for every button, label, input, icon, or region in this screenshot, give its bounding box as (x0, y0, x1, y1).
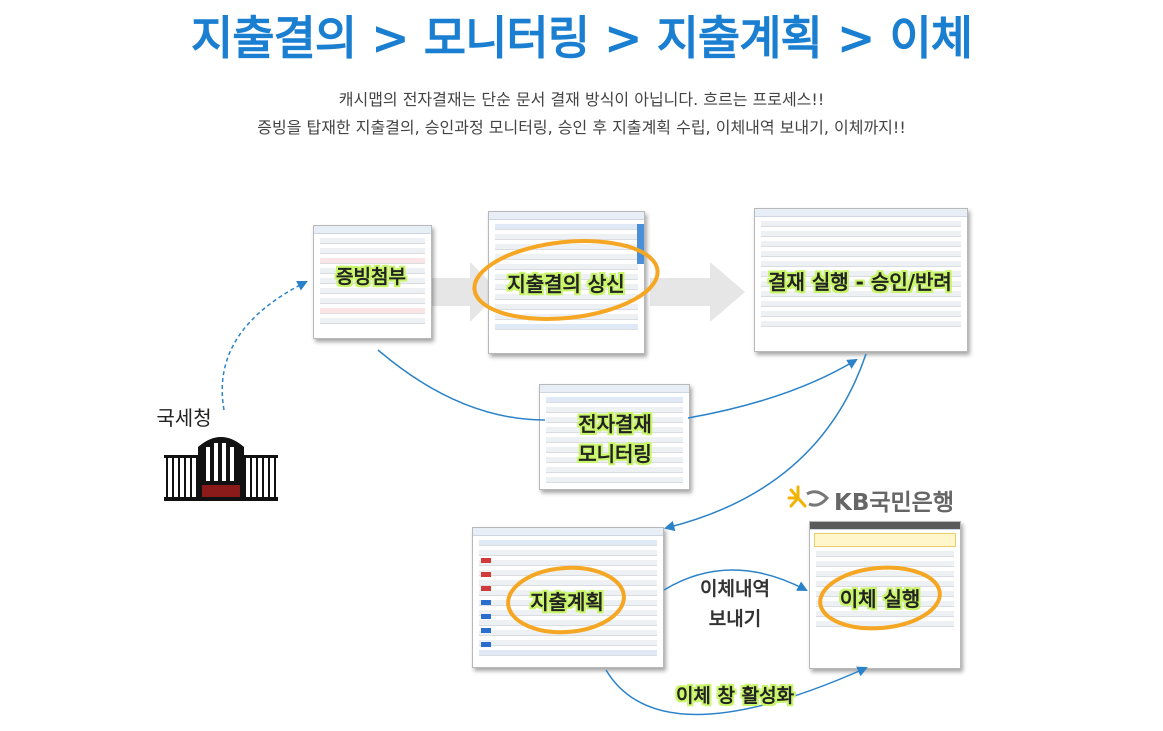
tax-office-building-icon (164, 437, 278, 501)
step-evidence-label: 증빙첨부 (336, 266, 406, 288)
step-expense-plan-label: 지출계획 (530, 590, 604, 614)
send-history-label-2: 보내기 (708, 608, 762, 630)
bank-name: KB국민은행 (834, 490, 954, 516)
activate-transfer-label: 이체 창 활성화 (675, 685, 795, 707)
monitoring-screenshot (539, 384, 690, 490)
evidence-screenshot (313, 225, 432, 339)
approval-screenshot (754, 208, 968, 352)
subtitle-line-2: 증빙을 탑재한 지출결의, 승인과정 모니터링, 승인 후 지출계획 수립, 이… (257, 118, 906, 137)
send-history-label-1: 이체내역 (700, 578, 770, 600)
step-monitoring-label-2: 모니터링 (578, 442, 652, 466)
tax-office-label: 국세청 (156, 406, 212, 430)
step-expense-request-label: 지출결의 상신 (507, 272, 625, 296)
page-title: 지출결의 > 모니터링 > 지출계획 > 이체 (190, 11, 973, 65)
step-approval-label: 결재 실행 - 승인/반려 (768, 270, 952, 294)
kb-star-logo-icon (787, 485, 830, 508)
step-transfer-label: 이체 실행 (839, 587, 921, 611)
step-monitoring-label-1: 전자결재 (578, 412, 652, 436)
subtitle-line-1: 캐시맵의 전자결재는 단순 문서 결재 방식이 아닙니다. 흐르는 프로세스!! (338, 90, 825, 109)
